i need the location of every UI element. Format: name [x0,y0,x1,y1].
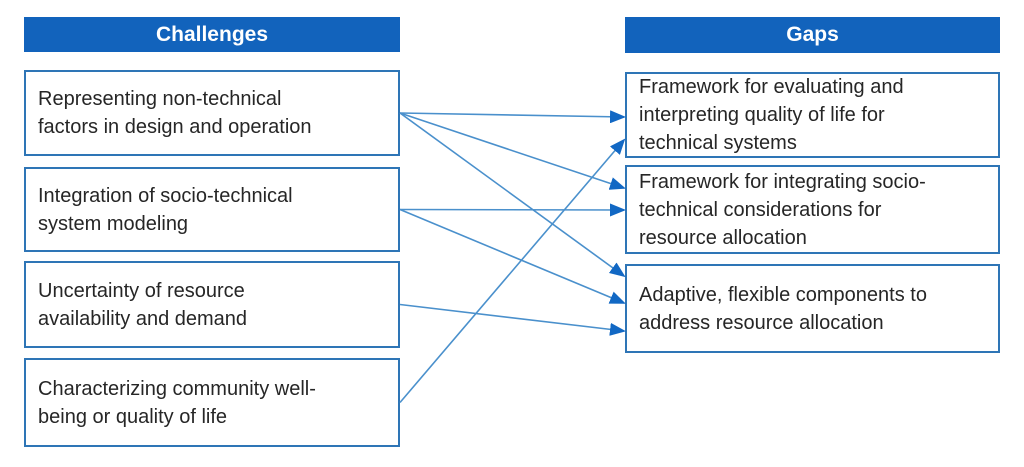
connector-arrow [399,112,626,190]
challenge-2-label: Integration of socio-technical system mo… [38,184,293,235]
challenge-box-4: Characterizing community well- being or … [24,358,400,447]
connector-arrow [399,203,626,217]
challenge-4-label: Characterizing community well- being or … [38,377,316,428]
gap-box-3: Adaptive, flexible components to address… [625,264,1000,353]
challenge-1-label: Representing non-technical factors in de… [38,88,312,138]
gap-box-2: Framework for integrating socio- technic… [625,165,1000,254]
challenge-3-label: Uncertainty of resource availability and… [38,279,248,330]
challenges-header: Challenges [24,17,400,52]
connector-arrow [399,110,626,124]
connector-arrow [399,208,626,304]
gap-2-label: Framework for integrating socio- technic… [639,170,926,249]
challenge-box-2: Integration of socio-technical system mo… [24,167,400,252]
connector-arrow [399,138,626,404]
challenge-box-1: Representing non-technical factors in de… [24,70,400,156]
connector-arrow [399,303,626,336]
connector-arrow [399,112,626,278]
gap-1-label: Framework for evaluating and interpretin… [639,76,904,154]
gaps-header: Gaps [625,17,1000,53]
challenge-box-3: Uncertainty of resource availability and… [24,261,400,348]
gap-box-1: Framework for evaluating and interpretin… [625,72,1000,158]
gap-3-label: Adaptive, flexible components to address… [639,283,927,334]
